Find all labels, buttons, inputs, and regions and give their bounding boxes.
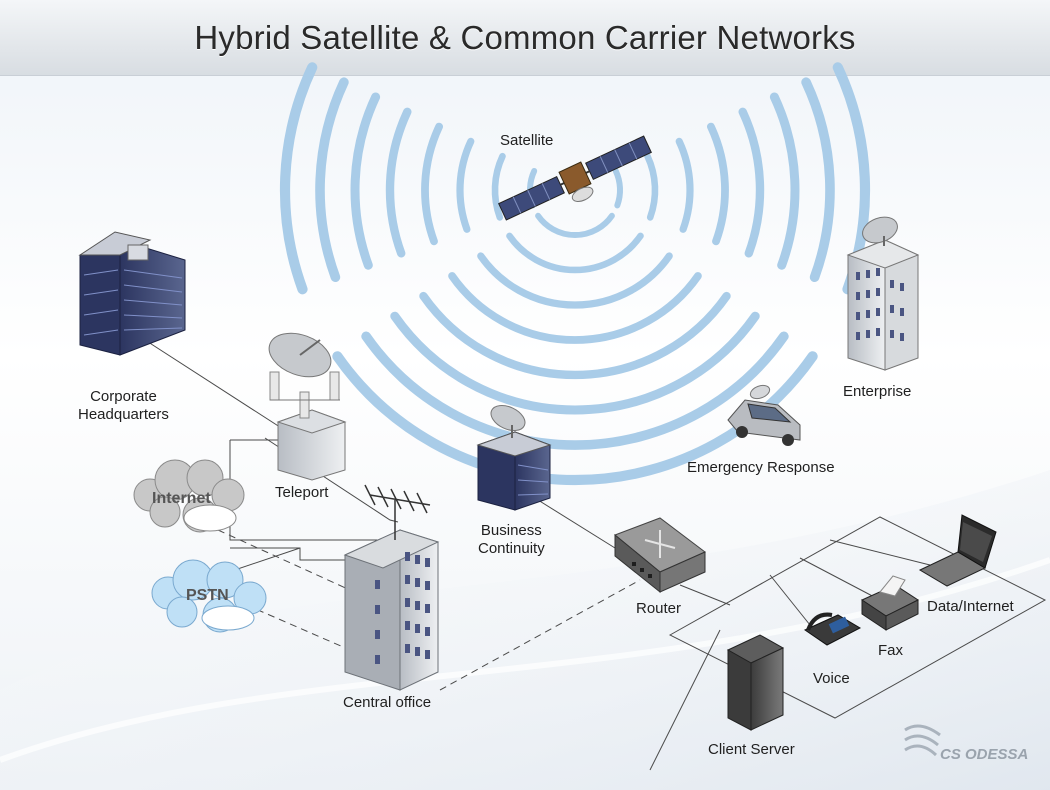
- corporate-hq-label: Corporate Headquarters: [78, 388, 169, 423]
- dashed-links: [217, 529, 641, 691]
- satellite-label: Satellite: [500, 132, 554, 149]
- voice-phone-icon: [803, 612, 862, 646]
- teleport-tower-icon: [268, 332, 347, 481]
- signal-wave-arc: [707, 122, 729, 246]
- signal-wave-arc: [350, 92, 381, 270]
- pstn-label: PSTN: [186, 587, 229, 604]
- signal-wave-arc: [491, 152, 506, 221]
- satellite-signal-waves: [279, 62, 871, 486]
- link-business-router: [529, 494, 616, 549]
- cs-odessa-logo-icon: [904, 724, 941, 757]
- fax-label: Fax: [878, 642, 904, 659]
- enterprise-building-icon: [846, 216, 920, 371]
- page-title: Hybrid Satellite & Common Carrier Networ…: [194, 18, 856, 56]
- signal-wave-arc: [801, 77, 835, 282]
- business-continuity-label: Business Continuity: [478, 522, 545, 557]
- signal-wave-arc: [456, 137, 475, 233]
- teleport-label: Teleport: [275, 484, 329, 501]
- signal-wave-arc: [448, 272, 702, 344]
- router-icon: [614, 517, 706, 594]
- antenna-icon: [364, 484, 431, 540]
- link-hq-teleport: [144, 339, 301, 441]
- laptop-icon: [918, 514, 997, 587]
- signal-wave-arc: [419, 291, 731, 380]
- data-internet-label: Data/Internet: [927, 598, 1014, 615]
- background-swirl: [0, 470, 1050, 790]
- business-continuity-building-icon: [476, 404, 552, 511]
- corporate-hq-building-icon: [78, 231, 186, 356]
- signal-wave-arc: [477, 252, 673, 309]
- signal-wave-arc: [279, 62, 318, 295]
- client-server-icon: [726, 634, 785, 731]
- router-label: Router: [636, 600, 682, 617]
- satellite-icon: [498, 135, 652, 221]
- link-router-lan: [679, 584, 731, 606]
- voice-label: Voice: [813, 670, 850, 687]
- central-office-building-icon: [343, 484, 440, 691]
- signal-wave-arc: [315, 77, 349, 282]
- central-office-label: Central office: [343, 694, 432, 711]
- header-bar: Hybrid Satellite & Common Carrier Networ…: [0, 0, 1050, 76]
- signal-wave-arc: [769, 92, 800, 270]
- internet-label: Internet: [152, 490, 211, 507]
- pstn-cloud-icon: [151, 559, 267, 633]
- signal-wave-arc: [361, 331, 789, 450]
- fax-icon: [860, 575, 920, 631]
- signal-wave-arc: [390, 311, 760, 415]
- signal-wave-arc: [738, 107, 765, 258]
- signal-wave-arc: [385, 107, 412, 258]
- emergency-response-label: Emergency Response: [687, 459, 835, 476]
- signal-wave-arc: [421, 122, 443, 246]
- signal-wave-arc: [644, 152, 659, 221]
- client-server-label: Client Server: [708, 741, 795, 758]
- signal-wave-arc: [535, 212, 615, 239]
- enterprise-label: Enterprise: [843, 383, 912, 400]
- emergency-response-car-icon: [727, 384, 801, 446]
- cs-odessa-logo-text: CS ODESSA: [940, 746, 1029, 763]
- signal-wave-arc: [506, 232, 644, 274]
- signal-wave-arc: [675, 137, 694, 233]
- internet-cloud-icon: [133, 459, 245, 533]
- signal-wave-arc: [612, 168, 624, 209]
